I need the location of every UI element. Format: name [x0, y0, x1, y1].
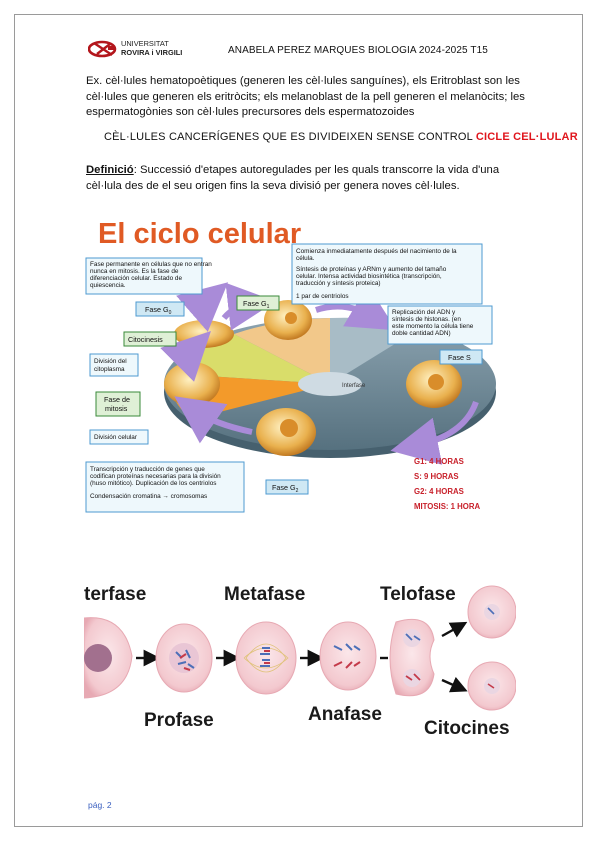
label-profase: Profase [144, 710, 214, 731]
svg-text:síntesis de histonas. (en: síntesis de histonas. (en [392, 316, 461, 323]
duration-s: S: 9 HORAS [414, 472, 459, 481]
svg-text:Síntesis de proteínas y ARNm y: Síntesis de proteínas y ARNm y aumento d… [296, 266, 447, 273]
box-division [89, 429, 149, 445]
definition-paragraph: Definició: Successió d'etapes autoregula… [86, 163, 516, 194]
label-mitosis-line2: mitosis [105, 404, 128, 413]
university-logo: UNIVERSITAT ROVIRA i VIRGILI [87, 38, 226, 58]
svg-text:Replicación del ADN y: Replicación del ADN y [392, 309, 456, 316]
interfase-label: Interfase [342, 383, 366, 389]
heading-highlight: CICLE CEL·LULAR [475, 131, 578, 143]
box-g1 [291, 243, 483, 305]
label-g1: Fase G1 [243, 299, 270, 310]
box-s-text: Replicación del ADN y síntesis de histon… [392, 309, 474, 337]
label-citocinesis: Citocinesis [128, 335, 163, 344]
anafase-cell [319, 621, 377, 691]
box-g2-text: Transcripción y traducción de genes que … [90, 466, 221, 500]
svg-text:quiescencia.: quiescencia. [90, 282, 126, 289]
box-citoplasma [89, 353, 139, 377]
intro-paragraph: Ex. cèl·lules hematopoètiques (generen l… [86, 75, 525, 119]
label-citocinesis: Citocines [424, 718, 510, 739]
box-citoplasma-line2: citoplasma [94, 366, 125, 373]
box-g1-text: Comienza inmediatamente después del naci… [296, 248, 457, 300]
label-metafase: Metafase [224, 584, 305, 605]
cell-cytokinesis [174, 320, 234, 348]
metafase-cell [235, 621, 297, 695]
svg-text:ROVIRA i VIRGILI: ROVIRA i VIRGILI [121, 48, 182, 57]
box-g0 [85, 257, 203, 295]
svg-text:diferenciación celular. Estado: diferenciación celular. Estado de [90, 275, 182, 282]
label-telofase: Telofase [380, 584, 456, 605]
svg-text:1 par de centriolos: 1 par de centriolos [296, 293, 349, 300]
page-border [14, 14, 583, 827]
label-g2-box [265, 479, 309, 495]
svg-text:célula.: célula. [296, 255, 315, 262]
duration-mitosis: MITOSIS: 1 HORA [414, 502, 481, 511]
label-g0-box [135, 301, 185, 317]
telofase-cell [389, 618, 435, 697]
svg-text:nunca en mitosis. Es la fase d: nunca en mitosis. Es la fase de [90, 268, 179, 275]
label-citocinesis-box [123, 331, 177, 347]
svg-text:Transcripción y traducción de: Transcripción y traducción de genes que [90, 466, 205, 473]
svg-text:(huso mitótico). Duplicación d: (huso mitótico). Duplicación de los cent… [90, 480, 216, 487]
svg-text:codifican proteínas necesarias: codifican proteínas necesarias para la d… [90, 473, 221, 480]
svg-text:Fase permanente en células que: Fase permanente en células que no entran [90, 261, 212, 268]
header-title: ANABELA PEREZ MARQUES BIOLOGIA 2024-2025… [228, 45, 488, 56]
label-g0: Fase G0 [145, 305, 172, 316]
svg-text:este momento la célula tiene: este momento la célula tiene [392, 323, 474, 330]
label-mitosis-line1: Fase de [104, 395, 130, 404]
label-s: Fase S [448, 353, 471, 362]
label-g2: Fase G2 [272, 483, 299, 494]
definition-text: : Successió d'etapes autoregulades per l… [86, 164, 500, 192]
interfase-nucleus [84, 644, 112, 672]
durations-list: G1: 4 HORAS S: 9 HORAS G2: 4 HORAS MITOS… [414, 457, 481, 511]
definition-label: Definició [86, 164, 134, 176]
heading-text: CÈL·LULES CANCERÍGENES QUE ES DIVIDEIXEN… [104, 131, 473, 143]
box-division-text: División celular [94, 434, 138, 441]
label-mitosis-box [95, 391, 141, 417]
svg-text:doble cantidad ADN): doble cantidad ADN) [392, 330, 451, 337]
label-g1-box [236, 295, 280, 311]
box-s [387, 305, 493, 345]
page-number: pág. 2 [88, 800, 112, 810]
label-anafase: Anafase [308, 704, 382, 725]
label-s-box [439, 349, 483, 365]
box-g0-text: Fase permanente en células que no entran… [90, 261, 212, 289]
cell-mitosis [164, 362, 220, 406]
duration-g2: G2: 4 HORAS [414, 487, 464, 496]
svg-text:Condensación cromatina → cromo: Condensación cromatina → cromosomas [90, 493, 207, 500]
box-g2 [85, 461, 245, 513]
svg-text:Comienza inmediatamente despué: Comienza inmediatamente después del naci… [296, 248, 457, 255]
svg-text:traducción y síntesis proteica: traducción y síntesis proteica) [296, 280, 381, 287]
svg-text:UNIVERSITAT: UNIVERSITAT [121, 39, 169, 48]
cell-cycle-figure: El ciclo celular Interfase Fase permanen… [84, 214, 516, 516]
duration-g1: G1: 4 HORAS [414, 457, 464, 466]
box-citoplasma-line1: División del [94, 358, 127, 365]
section-heading: CÈL·LULES CANCERÍGENES QUE ES DIVIDEIXEN… [104, 131, 578, 143]
mitosis-stages-figure: terfase Metafase Telofase Profase Anafas… [83, 578, 517, 744]
cycle-title: El ciclo celular [98, 218, 301, 250]
label-interfase: terfase [84, 584, 146, 605]
svg-text:celular. Intensa actividad bio: celular. Intensa actividad biosintética … [296, 273, 442, 280]
